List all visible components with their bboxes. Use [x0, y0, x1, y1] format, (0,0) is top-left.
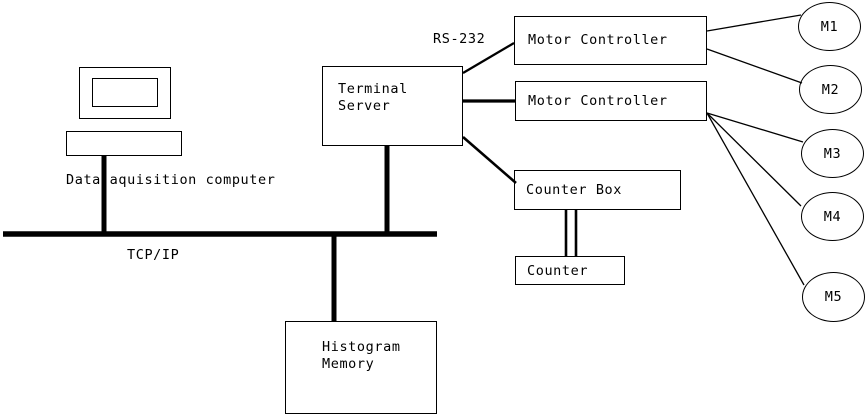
histogram-memory-label-line1: Histogram [322, 339, 401, 355]
motor-m4-ellipse: M4 [801, 192, 864, 241]
counter-box-box: Counter Box [514, 170, 681, 210]
motor-m1-ellipse: M1 [798, 2, 861, 51]
terminal-server-box: Terminal Server [322, 66, 463, 146]
histogram-memory-label-line2: Memory [322, 356, 375, 372]
motor-controller-2-label: Motor Controller [528, 93, 668, 109]
tcpip-label: TCP/IP [127, 247, 180, 263]
terminal-server-label-line2: Server [338, 98, 391, 114]
motor-m5-label: M5 [824, 289, 843, 305]
terminal-server-to-counter-box-line [462, 136, 517, 184]
motor-m2-label: M2 [821, 82, 840, 98]
histogram-memory-box: Histogram Memory [285, 321, 437, 414]
data-acquisition-computer-label: Data aquisition computer [66, 172, 276, 188]
terminal-server-label-line1: Terminal [338, 81, 408, 97]
terminal-server-to-motor-controller-1-line [462, 42, 515, 74]
rs232-label: RS-232 [433, 31, 486, 47]
computer-base-unit [66, 131, 182, 156]
motor-m2-ellipse: M2 [799, 65, 862, 114]
motor-m5-ellipse: M5 [802, 272, 865, 322]
motor-controller-2-to-m3-line [706, 112, 804, 143]
motor-controller-1-label: Motor Controller [528, 32, 668, 48]
counter-box: Counter [515, 256, 625, 285]
counter-box-label: Counter Box [526, 182, 623, 198]
motor-controller-1-box: Motor Controller [514, 16, 707, 65]
motor-controller-2-to-m5-line [706, 112, 805, 286]
computer-monitor-outer [79, 67, 171, 119]
counter-label: Counter [527, 263, 589, 279]
motor-controller-1-to-m1-line [706, 14, 802, 32]
motor-controller-1-to-m2-line [706, 48, 803, 84]
motor-m3-label: M3 [823, 146, 842, 162]
motor-m1-label: M1 [820, 19, 839, 35]
motor-controller-2-box: Motor Controller [515, 81, 707, 121]
motor-m4-label: M4 [823, 209, 842, 225]
motor-controller-2-to-m4-line [706, 112, 802, 207]
motor-m3-ellipse: M3 [801, 129, 864, 178]
computer-monitor-screen [92, 78, 158, 107]
